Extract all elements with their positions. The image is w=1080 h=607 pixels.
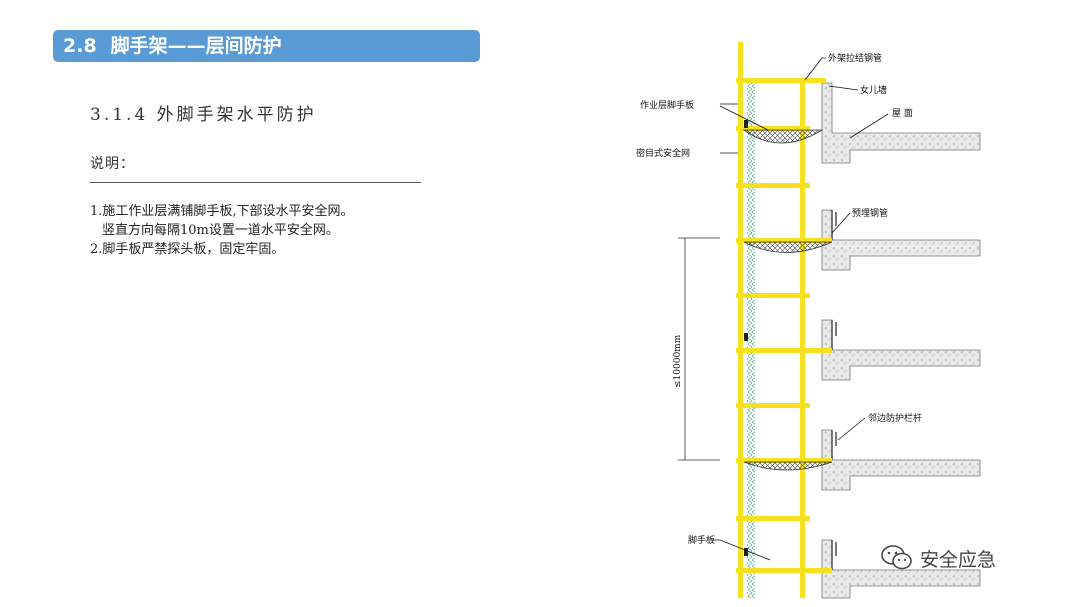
watermark-text: 安全应急 xyxy=(920,548,997,571)
note-line: 2.脚手板严禁探头板，固定牢固。 xyxy=(90,242,285,257)
scaffold-frame xyxy=(736,42,832,598)
label-edge-railing: 邻边防护栏杆 xyxy=(868,412,922,424)
horizontal-safety-nets xyxy=(742,129,833,471)
slide-title: 脚手架——层间防护 xyxy=(110,35,282,57)
subsection-title: 3.1.4 外脚手架水平防护 xyxy=(90,105,317,125)
note-line: 竖直方向每隔10m设置一道水平安全网。 xyxy=(102,223,339,238)
leader-lines xyxy=(712,57,889,561)
notes-list: 1.施工作业层满铺脚手板,下部设水平安全网。 竖直方向每隔10m设置一道水平安全… xyxy=(90,202,354,259)
label-dense-net: 密目式安全网 xyxy=(636,147,690,159)
wechat-icon xyxy=(881,545,912,570)
note-line: 1.施工作业层满铺脚手板,下部设水平安全网。 xyxy=(90,204,354,219)
notes-heading: 说明： xyxy=(90,156,135,172)
section-number: 2.8 xyxy=(63,35,97,57)
dimension-line xyxy=(678,237,720,461)
label-dimension: ≤10000mm xyxy=(673,334,683,388)
label-scaffold-board: 脚手板 xyxy=(688,534,715,546)
label-embedded-pipe: 预埋钢管 xyxy=(852,207,888,219)
board-blocks xyxy=(744,120,748,556)
edge-railings xyxy=(831,210,837,570)
dense-safety-net xyxy=(747,83,755,598)
divider xyxy=(90,182,421,183)
label-tie-pipe: 外架拉结钢管 xyxy=(828,52,882,64)
label-parapet: 女儿墙 xyxy=(860,84,887,96)
label-roof: 屋 面 xyxy=(892,108,913,119)
slide-title-bar: 2.8 脚手架——层间防护 xyxy=(53,30,480,62)
floor-slabs xyxy=(821,82,981,599)
scaffold-section-drawing: 外架拉结钢管 女儿墙 屋 面 作业层脚手板 密目式安全网 预埋钢管 邻边防护栏杆… xyxy=(636,42,981,599)
label-work-board: 作业层脚手板 xyxy=(640,99,694,111)
watermark: 安全应急 xyxy=(880,544,996,572)
